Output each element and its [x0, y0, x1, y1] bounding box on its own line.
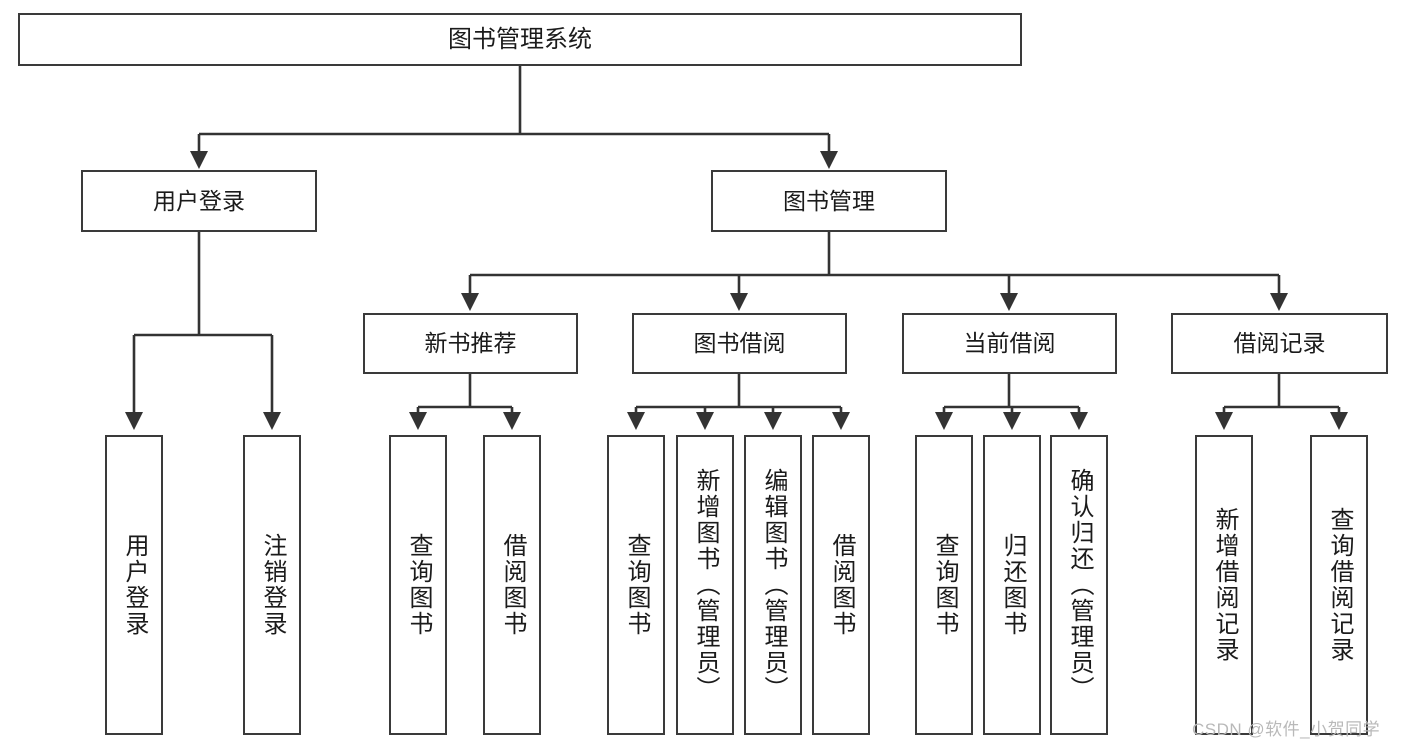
leaf-current-borrow-return[interactable]: 归还图书: [983, 435, 1041, 735]
node-user-login[interactable]: 用户登录: [81, 170, 317, 232]
leaf-new-book-query[interactable]: 查询图书: [389, 435, 447, 735]
node-root-system[interactable]: 图书管理系统: [18, 13, 1022, 66]
leaf-book-borrow-query[interactable]: 查询图书: [607, 435, 665, 735]
node-label: 查询图书: [623, 533, 650, 637]
leaf-current-borrow-query[interactable]: 查询图书: [915, 435, 973, 735]
node-label: 查询图书: [931, 533, 958, 637]
node-label: 借阅图书: [828, 533, 855, 637]
leaf-book-borrow-borrow[interactable]: 借阅图书: [812, 435, 870, 735]
leaf-borrow-records-query[interactable]: 查询借阅记录: [1310, 435, 1368, 735]
node-label: 借阅记录: [1233, 330, 1326, 357]
node-label: 图书管理系统: [448, 25, 592, 53]
node-label: 借阅图书: [499, 533, 526, 637]
node-label: 新增图书（管理员）: [692, 468, 719, 702]
node-label: 当前借阅: [963, 330, 1056, 357]
leaf-borrow-records-add[interactable]: 新增借阅记录: [1195, 435, 1253, 735]
node-label: 用户登录: [121, 533, 148, 637]
node-label: 图书管理: [783, 187, 875, 214]
node-label: 查询借阅记录: [1326, 507, 1353, 663]
node-label: 图书借阅: [693, 330, 786, 357]
node-label: 归还图书: [999, 533, 1026, 637]
node-label: 查询图书: [405, 533, 432, 637]
node-label: 确认归还（管理员）: [1066, 468, 1093, 702]
leaf-user-login-login[interactable]: 用户登录: [105, 435, 163, 735]
node-label: 编辑图书（管理员）: [760, 468, 787, 702]
leaf-current-borrow-confirm[interactable]: 确认归还（管理员）: [1050, 435, 1108, 735]
leaf-user-login-logout[interactable]: 注销登录: [243, 435, 301, 735]
leaf-new-book-borrow[interactable]: 借阅图书: [483, 435, 541, 735]
node-label: 新书推荐: [424, 330, 517, 357]
node-book-management[interactable]: 图书管理: [711, 170, 947, 232]
node-label: 新增借阅记录: [1211, 507, 1238, 663]
leaf-book-borrow-add[interactable]: 新增图书（管理员）: [676, 435, 734, 735]
node-new-book-recommend[interactable]: 新书推荐: [363, 313, 578, 374]
node-label: 用户登录: [153, 187, 245, 214]
node-label: 注销登录: [259, 533, 286, 637]
leaf-book-borrow-edit[interactable]: 编辑图书（管理员）: [744, 435, 802, 735]
csdn-watermark: CSDN @软件_小贺同学: [1192, 720, 1381, 739]
node-borrow-records[interactable]: 借阅记录: [1171, 313, 1388, 374]
node-book-borrow[interactable]: 图书借阅: [632, 313, 847, 374]
node-current-borrow[interactable]: 当前借阅: [902, 313, 1117, 374]
